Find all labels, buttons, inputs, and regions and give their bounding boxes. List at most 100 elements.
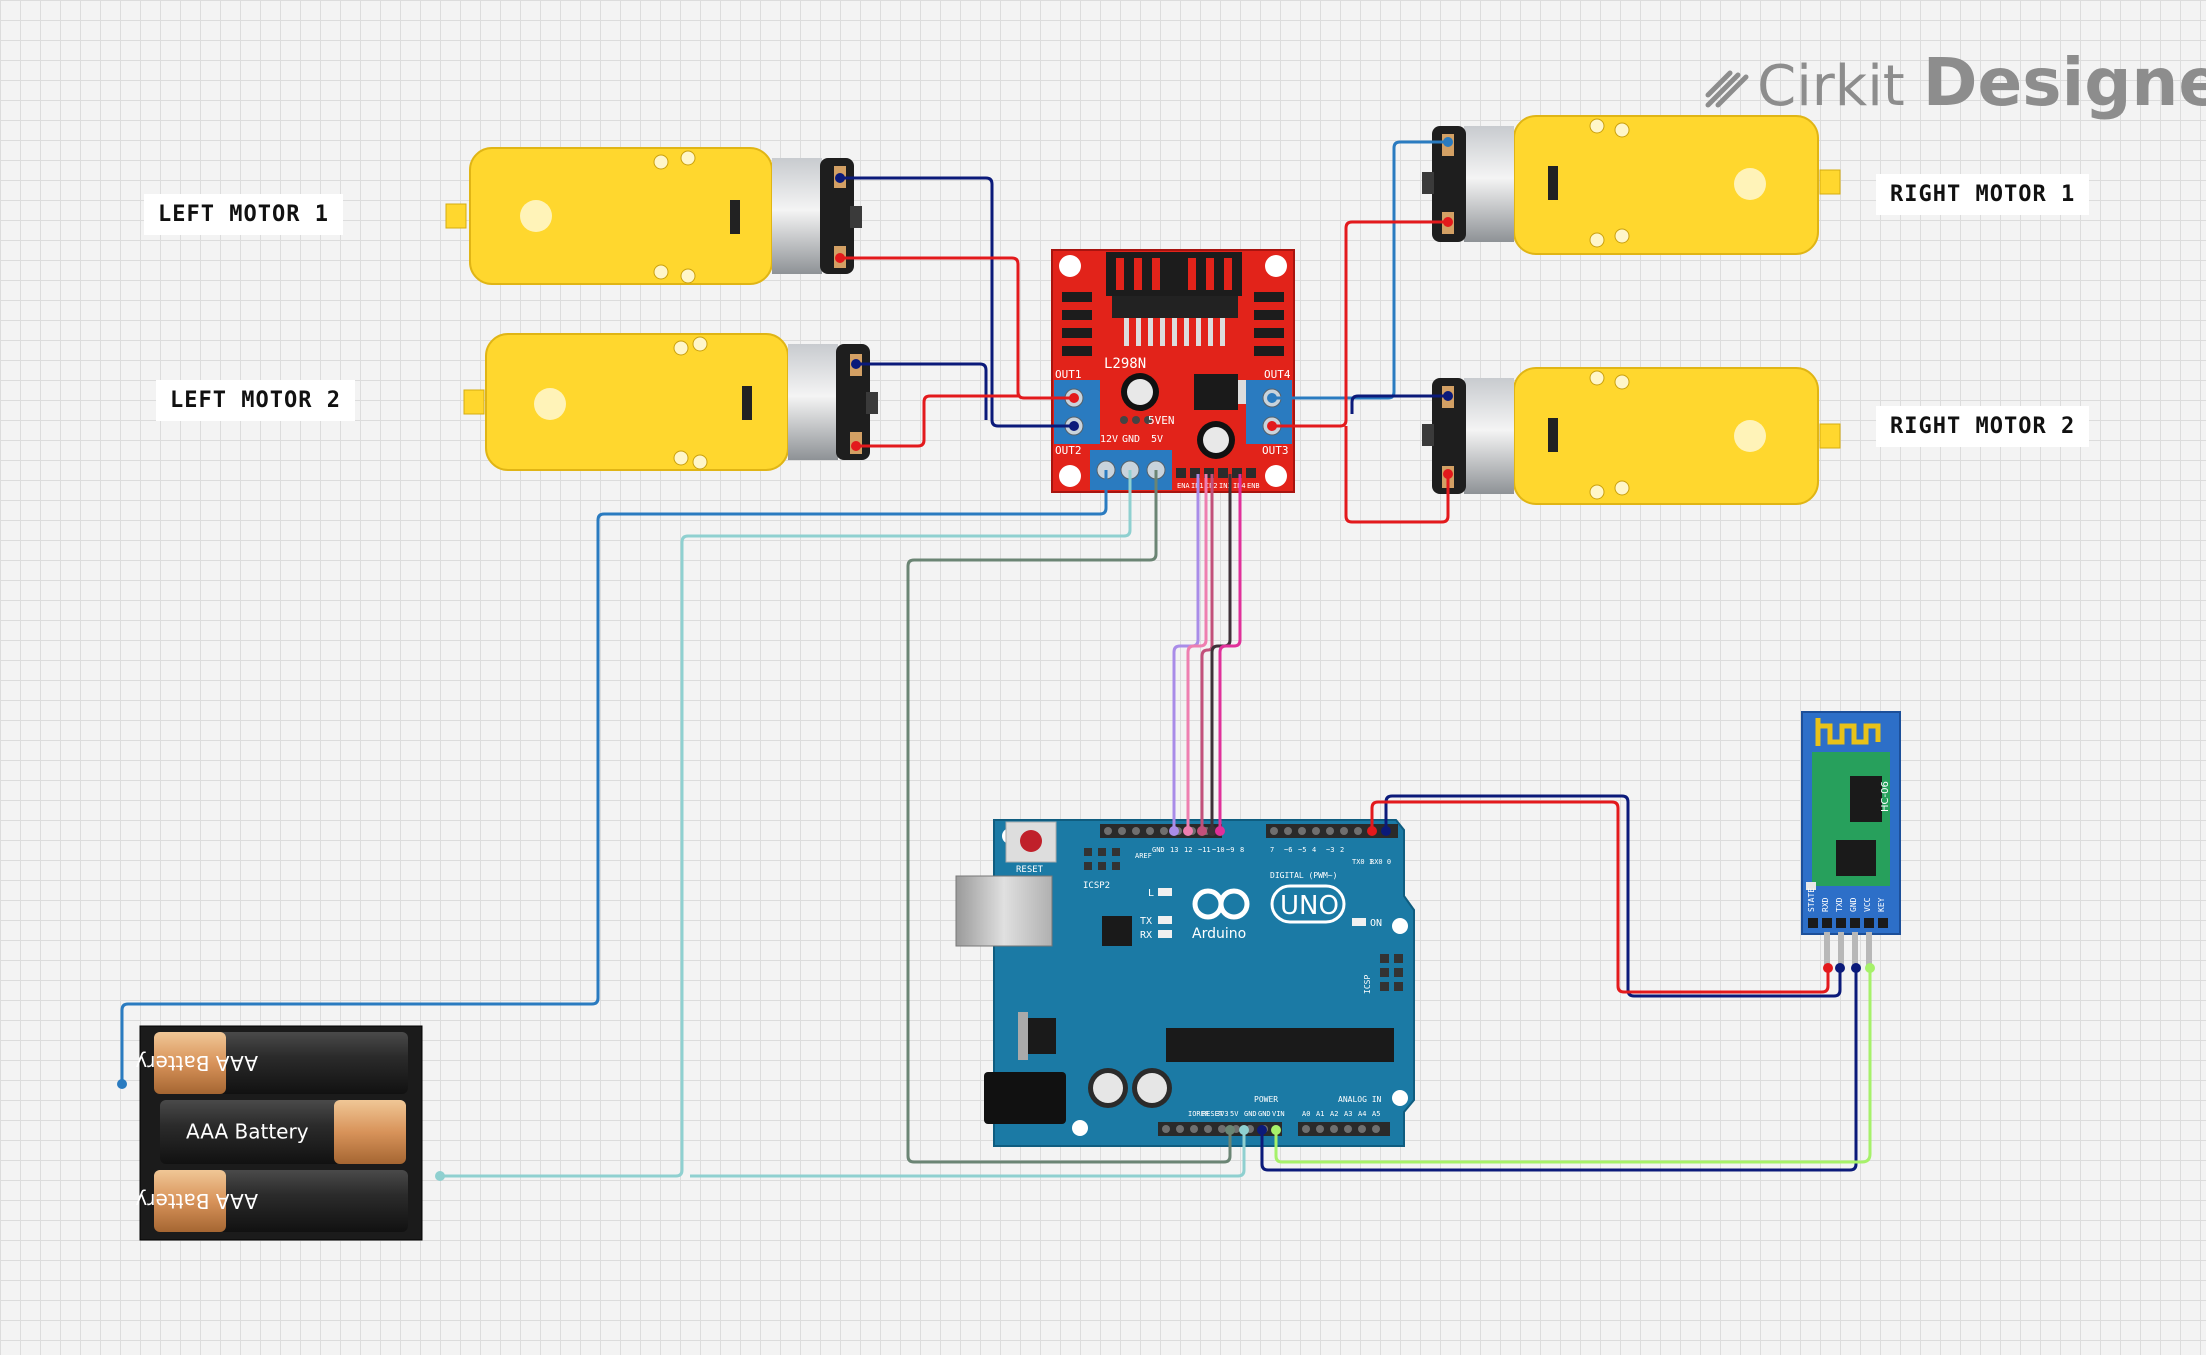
arduino-pin-gnd1: GND [1244, 1110, 1257, 1118]
driver-pin-in3: IN3 [1219, 482, 1232, 490]
arduino-pin-tx: TX0 1 [1352, 858, 1373, 866]
arduino-icsp-label: ICSP [1363, 975, 1372, 994]
driver-out1-label: OUT1 [1055, 368, 1082, 381]
label-right-motor-1: RIGHT MOTOR 1 [1876, 174, 2090, 215]
arduino-analog-label: ANALOG IN [1338, 1095, 1382, 1104]
arduino-led-l-label: L [1148, 888, 1154, 899]
arduino-pin-a0: A0 [1302, 1110, 1310, 1118]
driver-gnd-label: GND [1122, 434, 1140, 445]
brand-product: Designer [1922, 44, 2206, 121]
label-right-motor-2: RIGHT MOTOR 2 [1876, 406, 2090, 447]
arduino-pin-a5: A5 [1372, 1110, 1380, 1118]
wire-bt-vcc-lime [1274, 968, 1872, 1164]
bt-pin-txd: TXD [1835, 897, 1844, 912]
arduino-led-tx-label: TX [1140, 916, 1152, 927]
wire-12v-blue [120, 470, 1108, 1084]
wire-bt-navy-tx [1384, 794, 1842, 998]
arduino-led-rx-label: RX [1140, 930, 1152, 941]
wire-rm2-red [1344, 426, 1450, 524]
driver-out3-label: OUT3 [1262, 444, 1289, 457]
wire-in4-magenta [1218, 474, 1242, 831]
left-motor-2[interactable] [463, 333, 878, 471]
arduino-pin-5: ~5 [1298, 846, 1306, 854]
arduino-pin-vin: VIN [1272, 1110, 1285, 1118]
arduino-pin-4: 4 [1312, 846, 1316, 854]
wire-lm1-red [840, 256, 1074, 400]
wire-in1-pink [1186, 474, 1208, 831]
bt-pin-rxd: RXD [1821, 897, 1830, 912]
cirkit-designer-logo: Cirkit Designer [1702, 44, 2206, 121]
arduino-pin-5v: 5V [1230, 1110, 1239, 1118]
driver-out4-label: OUT4 [1264, 368, 1291, 381]
arduino-pin-13: 13 [1170, 846, 1178, 854]
driver-pin-ena: ENA [1177, 482, 1190, 490]
wire-rm1-red [1272, 220, 1448, 428]
arduino-pin-8: 8 [1240, 846, 1244, 854]
bt-pin-gnd: GND [1849, 897, 1858, 912]
arduino-pin-reset: RESET [1202, 1110, 1224, 1118]
bt-pin-vcc: VCC [1863, 897, 1872, 912]
arduino-uno[interactable]: RESET ICSP2 AREF GND 13 12 ~11 ~10 ~9 8 … [955, 819, 1415, 1147]
right-motor-1[interactable] [1422, 115, 1841, 255]
left-motor-1[interactable] [445, 147, 862, 285]
arduino-pin-rx: RX0 0 [1370, 858, 1391, 866]
wire-lm2-red [856, 394, 1018, 448]
label-left-motor-2: LEFT MOTOR 2 [156, 380, 355, 421]
arduino-pin-7: 7 [1270, 846, 1274, 854]
arduino-pin-a1: A1 [1316, 1110, 1324, 1118]
l298n-motor-driver[interactable]: L298N 5VEN OUT1 OUT2 OUT4 OUT3 12V GND 5… [1051, 249, 1295, 493]
bt-model-label: HC-06 [1880, 781, 1891, 812]
battery-cell-3-label: AAA Battery [135, 1189, 258, 1213]
wire-endpoints [117, 137, 1875, 1181]
driver-5v-label: 5V [1151, 434, 1163, 445]
bt-pin-state: STATE [1807, 888, 1816, 912]
wire-lm2-navy [856, 362, 988, 420]
arduino-brand-label: Arduino [1192, 926, 1246, 942]
arduino-icsp2-label: ICSP2 [1083, 881, 1110, 891]
driver-12v-label: 12V [1100, 434, 1118, 445]
battery-cell-1-label: AAA Battery [135, 1051, 258, 1075]
driver-pin-enb: ENB [1247, 482, 1260, 490]
wire-rm1-blue [1272, 140, 1448, 400]
wire-5v-gray [906, 470, 1232, 1164]
label-left-motor-1: LEFT MOTOR 1 [144, 194, 343, 235]
arduino-pin-3: ~3 [1326, 846, 1334, 854]
arduino-pin-aref: AREF [1135, 852, 1152, 860]
arduino-pin-10: ~10 [1212, 846, 1225, 854]
battery-cell-3: AAA Battery [135, 1170, 408, 1232]
arduino-pin-9: ~9 [1226, 846, 1234, 854]
arduino-reset-label: RESET [1016, 865, 1044, 875]
arduino-power-label: POWER [1254, 1095, 1278, 1104]
wire-gnd-teal [440, 470, 1132, 1178]
arduino-pin-12: 12 [1184, 846, 1192, 854]
right-motor-2[interactable] [1422, 367, 1841, 505]
wire-bt-red-rx [1370, 800, 1830, 994]
driver-5ven-label: 5VEN [1148, 414, 1175, 427]
arduino-model-label: UNO [1280, 891, 1339, 921]
wire-lm1-navy [840, 176, 1074, 428]
arduino-infinity-logo [1192, 888, 1250, 920]
wire-bt-gnd-navy [1260, 968, 1858, 1172]
hc06-bluetooth-module[interactable]: HC-06 STATE RXD TXD GND VCC KEY [1801, 711, 1901, 968]
wire-gnd-teal-arduino [690, 1130, 1246, 1178]
battery-cell-1: AAA Battery [135, 1032, 408, 1094]
battery-cell-2-label: AAA Battery [186, 1120, 309, 1144]
battery-pack[interactable]: AAA Battery AAA Battery AAA Battery [135, 1025, 423, 1241]
arduino-digital-label: DIGITAL (PWM~) [1270, 871, 1337, 880]
arduino-pin-2: 2 [1340, 846, 1344, 854]
battery-cell-2: AAA Battery [160, 1100, 406, 1164]
wires [120, 140, 1872, 1178]
arduino-on-label: ON [1370, 918, 1382, 929]
bt-pin-key: KEY [1877, 897, 1886, 912]
arduino-pin-gnd-top: GND [1152, 846, 1165, 854]
driver-out2-label: OUT2 [1055, 444, 1082, 457]
arduino-pin-11: ~11 [1198, 846, 1211, 854]
arduino-pin-a2: A2 [1330, 1110, 1338, 1118]
arduino-pin-a3: A3 [1344, 1110, 1352, 1118]
arduino-pin-6: ~6 [1284, 846, 1292, 854]
arduino-pin-3v3: 3V3 [1216, 1110, 1229, 1118]
brand-name: Cirkit [1757, 54, 1905, 119]
driver-model-label: L298N [1104, 356, 1146, 372]
wire-ena-purple [1172, 474, 1200, 831]
